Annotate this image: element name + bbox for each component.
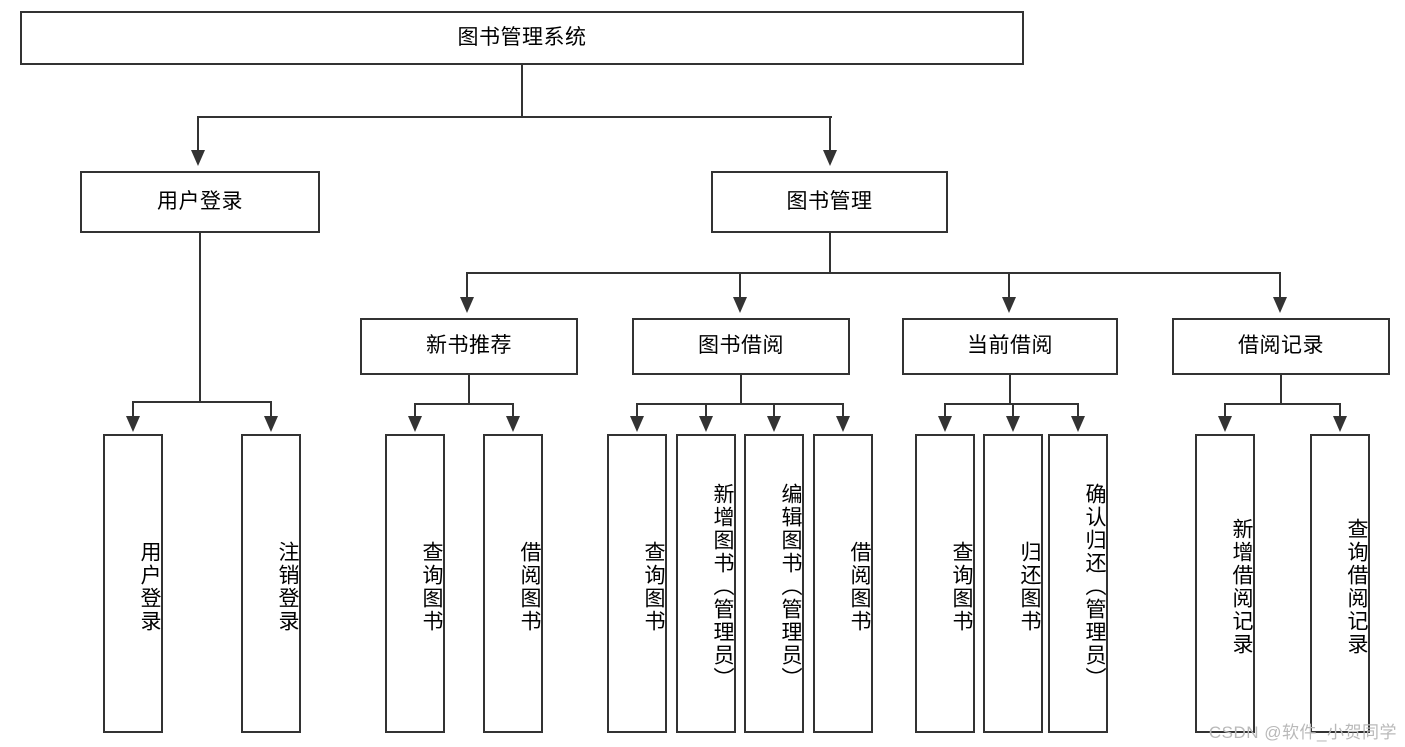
connector-book-borrow-bar (636, 403, 844, 405)
arrowhead-leaf-confirm-return (1071, 416, 1085, 432)
node-leaf-query-record[interactable]: 查询借阅记录 (1310, 434, 1370, 733)
arrowhead-to-user-login (191, 150, 205, 166)
node-label: 编辑图书（管理员） (779, 483, 802, 690)
node-label: 图书借阅 (698, 334, 784, 358)
node-label: 新增借阅记录 (1230, 517, 1253, 656)
connector-br-drop-2 (1339, 403, 1341, 418)
arrowhead-leaf-add-record (1218, 416, 1232, 432)
connector-root-stem (521, 65, 523, 116)
node-label: 新书推荐 (426, 334, 512, 358)
connector-book-manage-bar (467, 272, 1281, 274)
connector-current-borrow-stem (1009, 375, 1011, 404)
node-book-borrow[interactable]: 图书借阅 (632, 318, 850, 375)
connector-borrow-record-bar (1224, 403, 1340, 405)
connector-new-book-recommend-bar (414, 403, 514, 405)
node-user-login[interactable]: 用户登录 (80, 171, 320, 233)
connector-bb-drop-2 (705, 403, 707, 418)
arrowhead-to-book-manage (823, 150, 837, 166)
arrowhead-leaf-user-login (126, 416, 140, 432)
arrowhead-to-current-borrow (1002, 297, 1016, 313)
node-label: 查询图书 (642, 540, 665, 633)
node-leaf-edit-book[interactable]: 编辑图书（管理员） (744, 434, 804, 733)
connector-borrow-record-stem (1280, 375, 1282, 404)
connector-br-drop-1 (1224, 403, 1226, 418)
connector-cb-drop-1 (944, 403, 946, 418)
connector-book-manage-stem (829, 233, 831, 273)
arrowhead-leaf-query-record (1333, 416, 1347, 432)
node-borrow-record[interactable]: 借阅记录 (1172, 318, 1390, 375)
node-leaf-query-book-3[interactable]: 查询图书 (915, 434, 975, 733)
connector-to-new-book-recommend (466, 272, 468, 299)
connector-bb-drop-1 (636, 403, 638, 418)
arrowhead-leaf-borrow-book-1 (506, 416, 520, 432)
node-leaf-logout-login[interactable]: 注销登录 (241, 434, 301, 733)
arrowhead-leaf-return-book (1006, 416, 1020, 432)
node-label: 当前借阅 (967, 334, 1053, 358)
connector-cb-drop-3 (1077, 403, 1079, 418)
node-label: 图书管理系统 (457, 25, 587, 49)
arrowhead-leaf-borrow-book-2 (836, 416, 850, 432)
node-label: 确认归还（管理员） (1083, 483, 1106, 690)
node-leaf-borrow-book-2[interactable]: 借阅图书 (813, 434, 873, 733)
node-label: 用户登录 (138, 540, 161, 633)
arrowhead-leaf-query-book-1 (408, 416, 422, 432)
connector-root-to-book-manage (829, 116, 831, 152)
connector-user-login-drop-2 (270, 401, 272, 418)
arrowhead-leaf-edit-book (767, 416, 781, 432)
connector-to-current-borrow (1008, 272, 1010, 299)
node-leaf-user-login[interactable]: 用户登录 (103, 434, 163, 733)
arrowhead-leaf-logout-login (264, 416, 278, 432)
connector-user-login-stem (199, 233, 201, 402)
node-leaf-borrow-book-1[interactable]: 借阅图书 (483, 434, 543, 733)
node-label: 借阅记录 (1238, 334, 1324, 358)
node-leaf-add-record[interactable]: 新增借阅记录 (1195, 434, 1255, 733)
connector-new-book-recommend-stem (468, 375, 470, 404)
node-label: 查询图书 (950, 540, 973, 633)
node-label: 用户登录 (157, 189, 243, 213)
connector-nbr-drop-2 (512, 403, 514, 418)
arrowhead-leaf-query-book-3 (938, 416, 952, 432)
connector-nbr-drop-1 (414, 403, 416, 418)
connector-to-book-borrow (739, 272, 741, 299)
node-label: 图书管理 (786, 189, 873, 213)
node-current-borrow[interactable]: 当前借阅 (902, 318, 1118, 375)
node-label: 借阅图书 (518, 540, 541, 633)
connector-root-bar (198, 116, 832, 118)
node-leaf-query-book-2[interactable]: 查询图书 (607, 434, 667, 733)
connector-book-borrow-stem (740, 375, 742, 404)
connector-bb-drop-3 (773, 403, 775, 418)
node-label: 新增图书（管理员） (711, 483, 734, 690)
connector-current-borrow-bar (944, 403, 1078, 405)
arrowhead-leaf-query-book-2 (630, 416, 644, 432)
node-leaf-return-book[interactable]: 归还图书 (983, 434, 1043, 733)
connector-user-login-drop-1 (132, 401, 134, 418)
node-label: 查询图书 (420, 540, 443, 633)
connector-root-to-user-login (197, 116, 199, 152)
node-leaf-query-book-1[interactable]: 查询图书 (385, 434, 445, 733)
arrowhead-leaf-add-book (699, 416, 713, 432)
node-root-book-management-system[interactable]: 图书管理系统 (20, 11, 1024, 65)
node-new-book-recommend[interactable]: 新书推荐 (360, 318, 578, 375)
arrowhead-to-new-book-recommend (460, 297, 474, 313)
connector-to-borrow-record (1279, 272, 1281, 299)
node-leaf-confirm-return[interactable]: 确认归还（管理员） (1048, 434, 1108, 733)
node-label: 注销登录 (276, 540, 299, 633)
connector-user-login-bar (132, 401, 272, 403)
arrowhead-to-borrow-record (1273, 297, 1287, 313)
node-label: 查询借阅记录 (1345, 517, 1368, 656)
node-label: 借阅图书 (848, 540, 871, 633)
connector-cb-drop-2 (1012, 403, 1014, 418)
node-leaf-add-book[interactable]: 新增图书（管理员） (676, 434, 736, 733)
node-book-manage[interactable]: 图书管理 (711, 171, 948, 233)
connector-bb-drop-4 (842, 403, 844, 418)
node-label: 归还图书 (1018, 540, 1041, 633)
arrowhead-to-book-borrow (733, 297, 747, 313)
